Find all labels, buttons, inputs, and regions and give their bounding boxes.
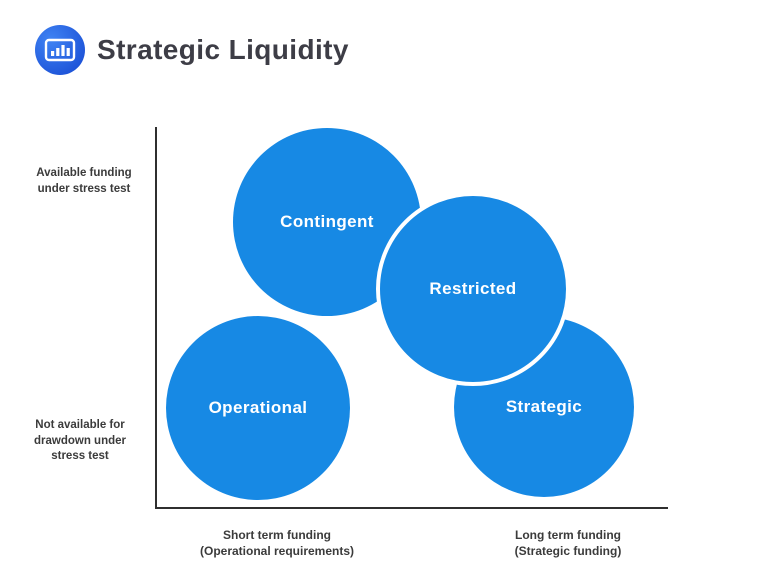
bubble-restricted-label: Restricted — [429, 279, 517, 298]
x-axis-line — [155, 507, 668, 509]
bubble-operational-label: Operational — [208, 398, 308, 417]
header: Strategic Liquidity — [35, 25, 349, 75]
bubble-operational: Operational — [166, 316, 350, 500]
bubble-restricted: Restricted — [376, 192, 570, 386]
page-title: Strategic Liquidity — [97, 34, 349, 65]
bubble-contingent-label: Contingent — [280, 212, 374, 231]
x-axis-label-right: Long term funding (Strategic funding) — [514, 528, 622, 559]
bubble-strategic-label: Strategic — [505, 397, 583, 416]
y-axis-label-top: Available funding under stress test — [36, 167, 132, 195]
y-axis-label-bottom: Not available for drawdown under stress … — [34, 419, 126, 463]
bar-chart-icon — [35, 25, 85, 75]
y-axis-line — [155, 127, 157, 509]
x-axis-label-left: Short term funding (Operational requirem… — [199, 528, 355, 559]
